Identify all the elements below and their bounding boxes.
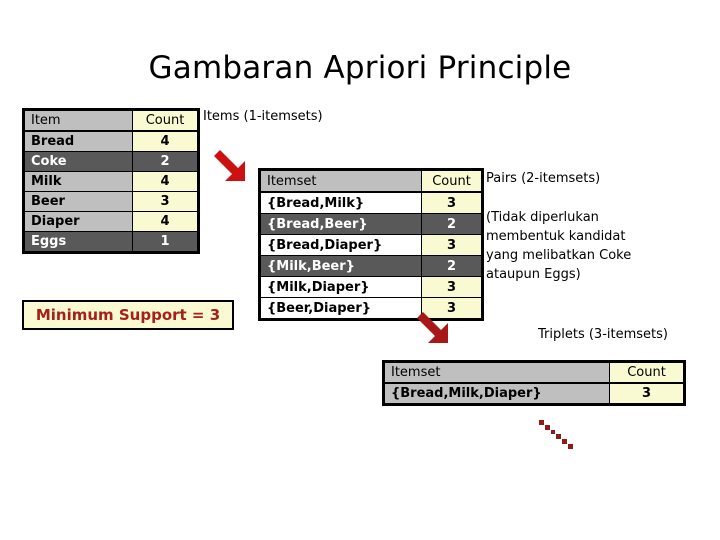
count-cell: 3	[421, 297, 482, 319]
arrow-down-right-icon	[212, 143, 256, 191]
itemset-label-cell: Milk	[24, 171, 133, 192]
itemset-label-cell: {Bread,Milk,Diaper}	[384, 382, 610, 404]
table-row: {Milk,Diaper}3	[260, 276, 482, 298]
minimum-support-text: Minimum Support = 3	[35, 306, 221, 324]
pruning-note: (Tidak diperlukan membentuk kandidat yan…	[486, 210, 632, 282]
itemset-label-cell: {Bread,Diaper}	[260, 234, 422, 256]
column-header: Item	[24, 110, 133, 132]
dotted-diagonal-icon	[538, 418, 580, 458]
itemset-label-cell: {Bread,Milk}	[260, 191, 422, 214]
column-header: Count	[421, 170, 482, 193]
count-cell: 3	[609, 382, 684, 404]
count-cell: 3	[421, 234, 482, 256]
pairs-table-label: Pairs (2-itemsets)	[486, 171, 601, 186]
table-row: {Milk,Beer}2	[260, 255, 482, 277]
itemset-label-cell: Eggs	[24, 231, 133, 252]
table-row: {Bread,Milk,Diaper}3	[384, 382, 684, 404]
itemset-label-cell: Diaper	[24, 211, 133, 232]
table-row: {Bread,Diaper}3	[260, 234, 482, 256]
itemset-label-cell: Coke	[24, 151, 133, 172]
itemset-label-cell: {Beer,Diaper}	[260, 297, 422, 319]
column-header: Itemset	[260, 170, 422, 193]
count-cell: 1	[132, 231, 198, 252]
itemset-label-cell: {Milk,Beer}	[260, 255, 422, 277]
minimum-support-callout: Minimum Support = 3	[22, 300, 234, 330]
arrow-down-right-icon	[415, 305, 459, 353]
count-cell: 4	[132, 130, 198, 152]
table-row: {Bread,Beer}2	[260, 213, 482, 235]
itemset-label-cell: {Bread,Beer}	[260, 213, 422, 235]
count-cell: 3	[132, 191, 198, 212]
page-title: Gambaran Apriori Principle	[148, 50, 572, 86]
count-cell: 3	[421, 276, 482, 298]
count-cell: 3	[421, 191, 482, 214]
triplets-table-label: Triplets (3-itemsets)	[538, 327, 668, 342]
count-cell: 4	[132, 171, 198, 192]
itemset-label-cell: {Milk,Diaper}	[260, 276, 422, 298]
itemset-label-cell: Bread	[24, 130, 133, 152]
count-cell: 2	[132, 151, 198, 172]
count-cell: 2	[421, 213, 482, 235]
table-row: {Beer,Diaper}3	[260, 297, 482, 319]
itemset-label-cell: Beer	[24, 191, 133, 212]
column-header: Count	[609, 362, 684, 384]
count-cell: 2	[421, 255, 482, 277]
column-header: Itemset	[384, 362, 610, 384]
table-row: {Bread,Milk}3	[260, 191, 482, 214]
column-header: Count	[132, 110, 198, 132]
count-cell: 4	[132, 211, 198, 232]
items-table-label: Items (1-itemsets)	[203, 109, 323, 124]
